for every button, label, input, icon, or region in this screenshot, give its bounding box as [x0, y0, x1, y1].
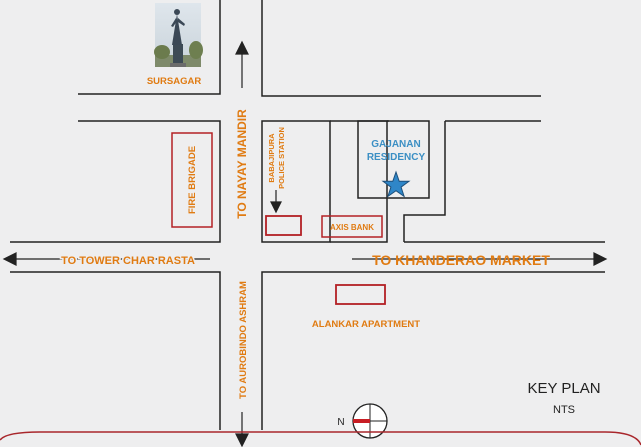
fire-brigade-label: FIRE BRIGADE [187, 146, 198, 214]
road-edge-right-lower [403, 121, 446, 242]
alankar-label: ALANKAR APARTMENT [312, 319, 420, 330]
tower-char-rasta-label: TO TOWER CHAR RASTA [61, 255, 195, 267]
fire-brigade-building [171, 132, 213, 228]
gajanan-residency-block [357, 120, 430, 199]
police-station-label-line2: POLICE STATION [277, 127, 286, 189]
gajanan-label-line2: RESIDENCY [367, 152, 426, 163]
police-station-building [265, 215, 302, 236]
road-edge-bottom-right [261, 271, 605, 430]
gajanan-label-line1: GAJANAN [371, 139, 420, 150]
arrow-aurobindo-head [235, 433, 249, 447]
axis-bank-label: AXIS BANK [330, 223, 374, 232]
arrow-police-head [270, 201, 282, 214]
compass-north-label: N [337, 417, 344, 428]
key-plan-title: KEY PLAN [527, 380, 600, 397]
police-station-label-line1: BABAJIPURA [267, 133, 276, 183]
compass-icon [352, 403, 388, 439]
star-icon [381, 170, 411, 198]
frame-border-left [0, 431, 41, 441]
frame-border-right [604, 431, 641, 446]
road-edge-top-center [261, 0, 541, 97]
arrow-nayay-mandir-head [235, 40, 249, 55]
aurobindo-ashram-label: TO AUROBINDO ASHRAM [238, 281, 249, 399]
arrow-khanderao-head [593, 252, 608, 266]
statue-icon [154, 3, 203, 67]
sursagar-label: SURSAGAR [147, 76, 202, 87]
nayay-mandir-label: TO NAYAY MANDIR [235, 109, 249, 219]
road-lines [10, 0, 605, 430]
key-plan-subtitle: NTS [553, 404, 575, 416]
road-edge-top-left-lower [10, 120, 221, 243]
alankar-apartment-building [335, 284, 386, 305]
road-edge-bottom-left [10, 271, 221, 430]
axis-bank-building [321, 215, 383, 238]
arrow-tower-char-rasta-head [2, 252, 17, 266]
road-arrows [2, 40, 608, 447]
khanderao-market-label: TO KHANDERAO MARKET [372, 252, 550, 268]
road-edge-top-left-upper [78, 0, 221, 95]
